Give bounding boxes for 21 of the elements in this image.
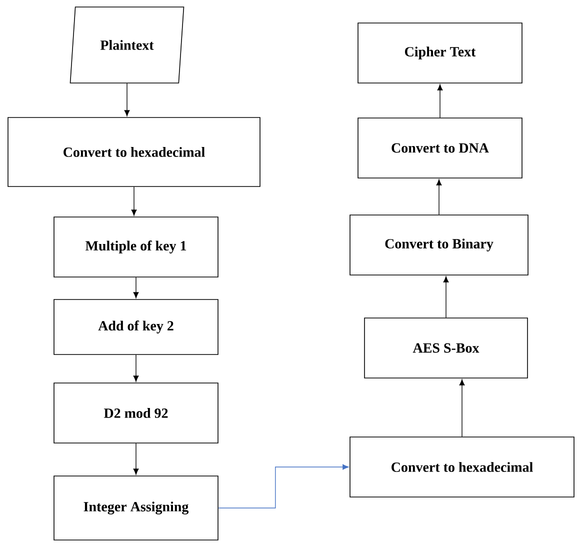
process-box: Convert to hexadecimal — [350, 436, 574, 498]
process-box: Convert to Binary — [350, 214, 528, 276]
process-box: Convert to hexadecimal — [8, 117, 260, 187]
process-box: D2 mod 92 — [54, 382, 218, 444]
arrow — [124, 83, 130, 116]
process-box: Multiple of key 1 — [54, 216, 218, 278]
arrow — [131, 186, 137, 216]
arrow — [133, 443, 139, 475]
process-box: Convert to DNA — [358, 118, 522, 178]
process-box: Cipher Text — [358, 22, 522, 84]
arrow — [459, 379, 465, 437]
arrow — [443, 276, 449, 318]
process-box: Integer Assigning — [54, 476, 218, 540]
process-box: Add of key 2 — [54, 299, 218, 355]
arrow — [218, 464, 349, 508]
arrow — [437, 84, 443, 118]
input-parallelogram: Plaintext — [70, 6, 184, 84]
process-box: AES S-Box — [364, 318, 528, 378]
arrow — [133, 277, 139, 298]
arrow — [436, 179, 442, 215]
arrow — [133, 354, 139, 382]
